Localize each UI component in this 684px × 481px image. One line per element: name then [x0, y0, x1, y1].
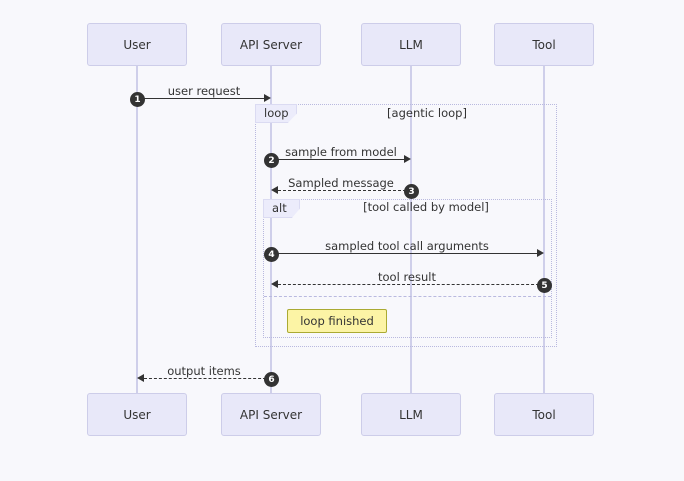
message-2-line [271, 159, 404, 160]
participant-label: Tool [532, 407, 556, 422]
message-1-line [137, 98, 264, 99]
participant-api-server-bottom: API Server [221, 393, 321, 436]
alt-condition-label: [tool called by model] [363, 200, 489, 214]
alt-frame [263, 199, 552, 338]
alt-operator-tab: alt [263, 199, 300, 218]
message-6-arrowhead [137, 374, 144, 382]
message-2-seq-badge: 2 [264, 153, 279, 168]
loop-operator-label: loop [264, 106, 289, 120]
participant-label: LLM [399, 37, 423, 52]
alt-section-divider [264, 296, 551, 297]
message-1-label: user request [167, 84, 241, 98]
lifeline-user [136, 66, 138, 393]
message-3-seq-badge: 3 [404, 184, 419, 199]
message-4-arrowhead [537, 249, 544, 257]
participant-label: LLM [399, 407, 423, 422]
message-6-line [144, 378, 271, 379]
participant-llm-bottom: LLM [361, 393, 461, 436]
message-5-arrowhead [271, 280, 278, 288]
message-4-seq-badge: 4 [264, 247, 279, 262]
note-label: loop finished [300, 314, 374, 328]
loop-operator-tab: loop [255, 104, 297, 123]
participant-tool-bottom: Tool [494, 393, 594, 436]
participant-label: User [123, 407, 151, 422]
lifeline-llm [410, 66, 412, 393]
message-6-seq-badge: 6 [264, 372, 279, 387]
participant-user-bottom: User [87, 393, 187, 436]
message-4-label: sampled tool call arguments [325, 239, 489, 253]
participant-user-top: User [87, 23, 187, 66]
participant-tool-top: Tool [494, 23, 594, 66]
message-4-line [271, 253, 537, 254]
note-loop-finished: loop finished [287, 309, 387, 333]
participant-llm-top: LLM [361, 23, 461, 66]
participant-label: API Server [239, 37, 303, 52]
message-2-label: sample from model [285, 145, 397, 159]
participant-label: User [123, 37, 151, 52]
lifeline-api-server [270, 66, 272, 393]
participant-label: Tool [532, 37, 556, 52]
message-3-label: Sampled message [288, 176, 394, 190]
loop-condition-label: [agentic loop] [387, 106, 467, 120]
lifeline-tool [543, 66, 545, 393]
message-1-arrowhead [264, 94, 271, 102]
participant-api-server-top: API Server [221, 23, 321, 66]
message-3-arrowhead [271, 186, 278, 194]
message-6-label: output items [167, 364, 241, 378]
participant-label: API Server [239, 407, 303, 422]
message-2-arrowhead [404, 155, 411, 163]
message-1-seq-badge: 1 [130, 92, 145, 107]
loop-frame [255, 104, 557, 347]
message-5-label: tool result [378, 270, 436, 284]
message-3-line [278, 190, 411, 191]
message-5-seq-badge: 5 [537, 278, 552, 293]
alt-operator-label: alt [272, 201, 287, 215]
message-5-line [278, 284, 544, 285]
